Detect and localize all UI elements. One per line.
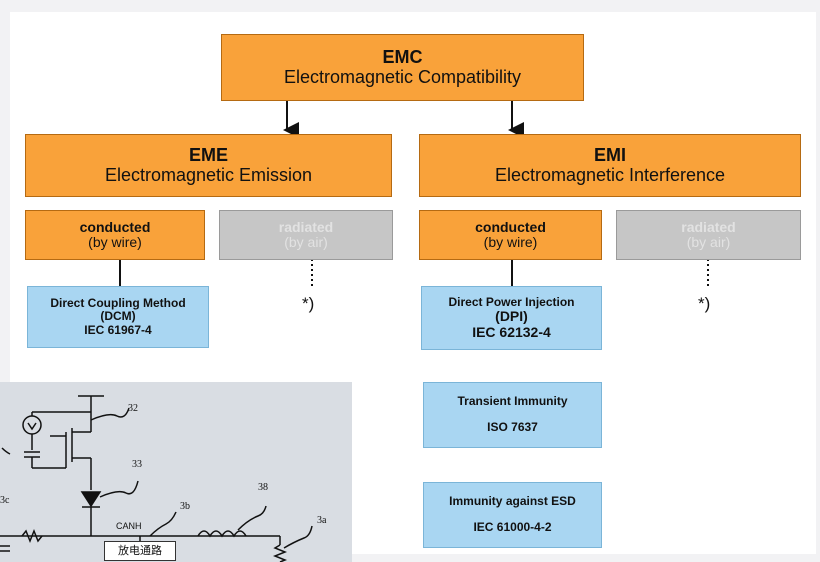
label-32: 32 — [128, 403, 138, 414]
eme-radiated-box: radiated (by air) — [219, 210, 393, 260]
dpi-line2: (DPI) — [495, 308, 528, 325]
dcm-line1: Direct Coupling Method — [50, 296, 186, 311]
dpi-line3: IEC 62132-4 — [472, 323, 551, 340]
dpi-line1: Direct Power Injection — [448, 295, 575, 310]
dpi-box: Direct Power Injection (DPI) IEC 62132-4 — [421, 286, 602, 350]
eme-full: Electromagnetic Emission — [104, 164, 313, 185]
label-3b: 3b — [180, 501, 190, 512]
eme-abbr: EME — [188, 144, 228, 165]
emi-radiated-note: *) — [698, 294, 711, 313]
transient-line2: ISO 7637 — [487, 420, 538, 435]
emc-abbr: EMC — [382, 46, 423, 67]
emi-radiated-box: radiated (by air) — [616, 210, 801, 260]
emi-full: Electromagnetic Interference — [494, 164, 726, 185]
emi-conducted-box: conducted (by wire) — [419, 210, 602, 260]
transient-line1: Transient Immunity — [457, 394, 568, 409]
eme-box: EME Electromagnetic Emission — [25, 134, 392, 197]
inductor-icon — [197, 530, 247, 538]
label-canh: CANH — [116, 521, 142, 531]
dcm-box: Direct Coupling Method (DCM) IEC 61967-4 — [27, 286, 209, 348]
emi-radiated-sub: (by air) — [686, 234, 731, 250]
emi-box: EMI Electromagnetic Interference — [419, 134, 801, 197]
eme-conducted-box: conducted (by wire) — [25, 210, 205, 260]
eme-conducted-title: conducted — [79, 218, 151, 235]
resistor-right-icon — [272, 544, 288, 562]
label-3a: 3a — [317, 515, 327, 526]
label-38: 38 — [258, 482, 268, 493]
current-source-icon — [22, 415, 42, 435]
esd-line2: IEC 61000-4-2 — [473, 520, 552, 535]
emi-radiated-title: radiated — [681, 218, 736, 235]
eme-radiated-note: *) — [302, 294, 315, 313]
label-3c: 3c — [0, 495, 10, 506]
eme-radiated-title: radiated — [278, 218, 334, 235]
emc-full: Electromagnetic Compatibility — [283, 66, 522, 87]
dcm-line2: (DCM) — [100, 309, 136, 324]
diode-icon — [80, 491, 102, 508]
emc-box: EMC Electromagnetic Compatibility — [221, 34, 584, 101]
discharge-path-box: 放电通路 — [104, 541, 176, 561]
emi-conducted-title: conducted — [475, 218, 546, 235]
emi-conducted-sub: (by wire) — [483, 234, 538, 250]
dcm-line3: IEC 61967-4 — [84, 322, 152, 337]
resistor-left-icon — [21, 528, 43, 544]
transient-immunity-box: Transient Immunity ISO 7637 — [423, 382, 602, 448]
eme-radiated-sub: (by air) — [284, 234, 328, 250]
label-33: 33 — [132, 459, 142, 470]
esd-line1: Immunity against ESD — [449, 494, 576, 509]
emi-abbr: EMI — [593, 144, 626, 165]
eme-conducted-sub: (by wire) — [88, 234, 142, 250]
esd-box: Immunity against ESD IEC 61000-4-2 — [423, 482, 602, 548]
